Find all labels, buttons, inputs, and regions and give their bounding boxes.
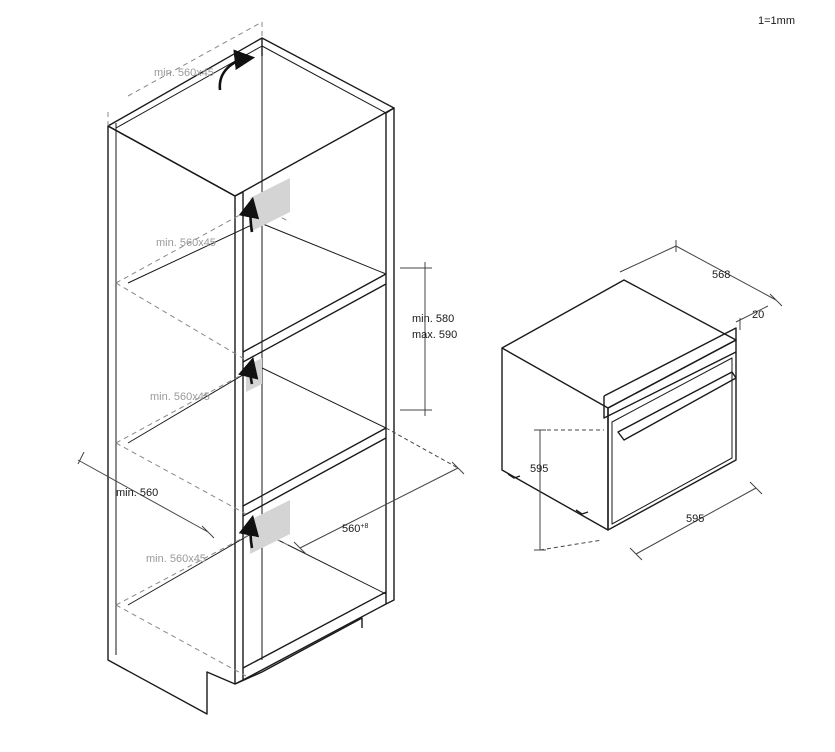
oven-dimensions: [534, 240, 783, 561]
niche-depth-label: min. 560: [116, 487, 158, 499]
cabinet-dashed-lines: [107, 21, 291, 677]
niche-height-dimension: [400, 262, 432, 416]
vent-middle-label: min. 560x45: [150, 391, 210, 403]
cabinet-upper-shelf: [242, 273, 387, 363]
vent-lower-label: min. 560x45: [146, 553, 206, 565]
vent-opening-upper: [250, 178, 290, 232]
oven-front-panel: [607, 339, 737, 531]
niche-depth-dimension: [77, 451, 215, 539]
oven-handle: [617, 371, 737, 441]
niche-width-dimension: [293, 461, 465, 555]
oven-drawing: [501, 279, 737, 531]
airflow-arrow-lower: [238, 514, 260, 549]
airflow-arrow-middle: [238, 356, 259, 385]
scale-note: 1=1mm: [758, 15, 795, 27]
vent-upper-label: min. 560x45: [156, 237, 216, 249]
airflow-arrows: [218, 49, 260, 549]
vent-openings: [246, 178, 290, 554]
oven-depth-label: 568: [712, 269, 730, 281]
cabinet-middle-shelf: [242, 427, 387, 517]
airflow-arrow-upper: [238, 196, 260, 233]
cabinet-right-post: [385, 107, 395, 605]
cabinet-left-panel: [107, 125, 236, 715]
oven-height-label: 595: [530, 463, 548, 475]
vent-top-label: min. 560x45: [154, 67, 214, 79]
cabinet-front-post: [234, 191, 244, 685]
vent-opening-lower: [250, 500, 290, 554]
airflow-arrow-top: [218, 49, 256, 91]
oven-depth-dimension: [619, 240, 783, 307]
oven-front-thickness-label: 20: [752, 309, 764, 321]
oven-width-label: 595: [686, 513, 704, 525]
oven-width-dimension: [629, 481, 763, 561]
niche-width-value: 560: [342, 523, 360, 535]
vent-opening-middle: [246, 358, 262, 392]
niche-height-max-label: max. 590: [412, 329, 457, 341]
niche-width-label: 560+8: [342, 523, 368, 535]
cabinet-top-panel: [107, 37, 395, 197]
niche-width-tolerance: +8: [360, 523, 368, 530]
oven-height-dimension: [534, 429, 546, 551]
niche-height-min-label: min. 580: [412, 313, 454, 325]
cabinet-dimensions: [77, 262, 465, 555]
oven-front-thickness-dimension: [735, 305, 769, 330]
